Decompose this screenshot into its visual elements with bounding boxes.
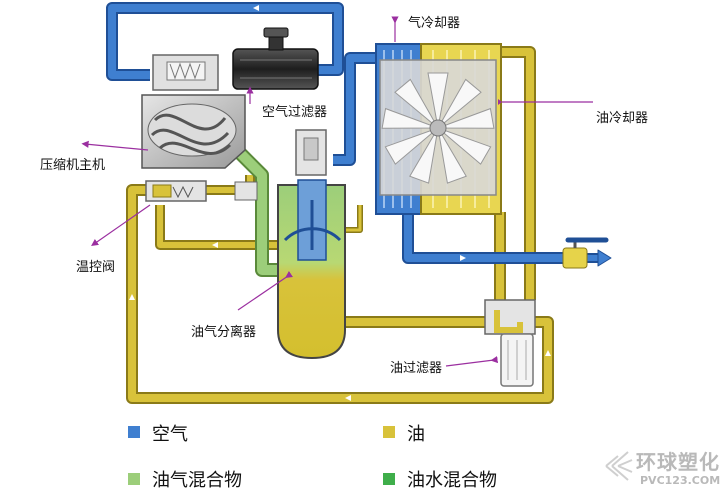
watermark-url: PVC123.COM <box>640 474 721 487</box>
callout-pointers <box>81 16 593 367</box>
label-thermo-valve: 温控阀 <box>76 260 116 275</box>
oil-gas-separator <box>277 129 346 360</box>
compressor-main-unit <box>141 94 246 169</box>
legend-swatch-oil <box>383 426 395 438</box>
label-air-cooler: 气冷却器 <box>408 16 461 31</box>
legend-swatch-oil-water <box>383 473 395 485</box>
cooling-fan <box>379 59 497 196</box>
label-oil-filter: 油过滤器 <box>390 361 443 376</box>
air-circuit <box>106 2 612 267</box>
label-air-filter: 空气过滤器 <box>262 105 328 120</box>
legend-swatch-air <box>128 426 140 438</box>
oil-gas-circuit <box>227 140 290 277</box>
label-oil-cooler: 油冷却器 <box>596 111 649 126</box>
inlet-valve <box>152 54 219 91</box>
label-compressor: 压缩机主机 <box>40 158 106 173</box>
outlet-ball-valve <box>562 237 609 269</box>
thermostatic-valve <box>145 180 258 202</box>
flow-arrows <box>129 5 551 401</box>
legend-label-air: 空气 <box>152 424 188 445</box>
watermark-logo-icon <box>605 451 633 481</box>
air-filter <box>232 27 319 90</box>
legend-swatch-oil-gas <box>128 473 140 485</box>
watermark-title: 环球塑化 <box>636 450 720 474</box>
oil-filter <box>484 299 536 387</box>
legend-label-oil-gas: 油气混合物 <box>152 470 242 491</box>
legend-label-oil: 油 <box>407 424 425 445</box>
legend-label-oil-water: 油水混合物 <box>407 470 497 491</box>
oil-circuit <box>126 46 554 404</box>
label-separator: 油气分离器 <box>191 325 257 340</box>
